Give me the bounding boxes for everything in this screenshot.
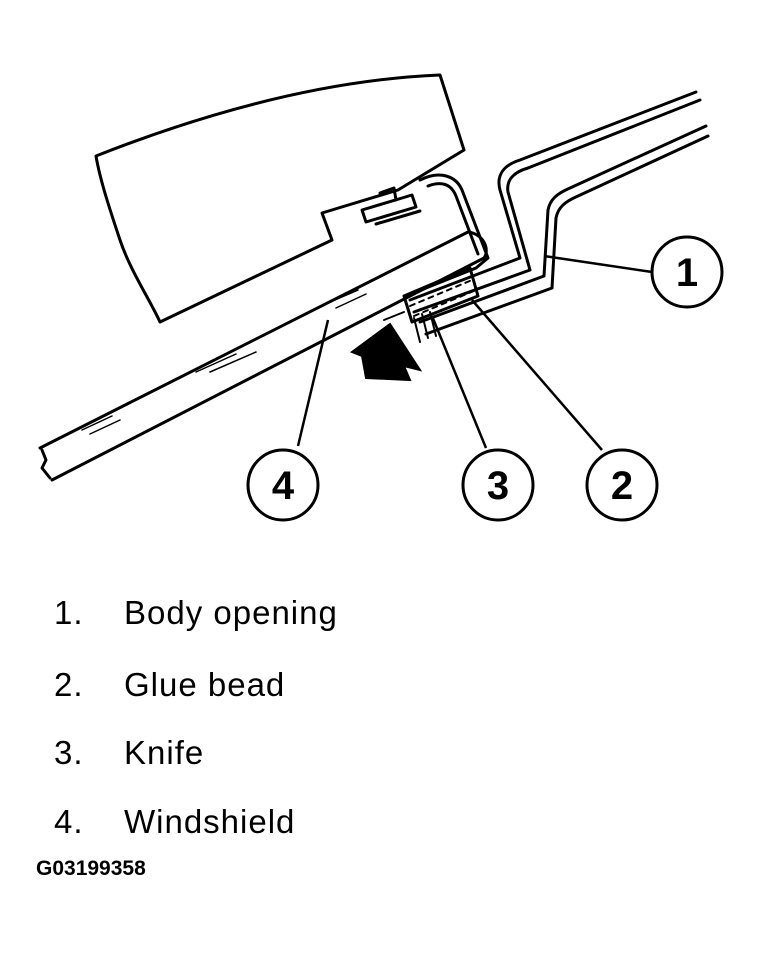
legend-label: Knife — [124, 734, 205, 771]
body-opening-flange-inner — [426, 182, 480, 256]
legend-item: 4. Windshield — [0, 803, 769, 843]
callout-number-1: 1 — [676, 251, 698, 295]
legend-item: 2. Glue bead — [0, 666, 769, 706]
windshield-edge — [40, 448, 52, 480]
figure-id: G03199358 — [36, 857, 146, 880]
glass-reflection — [81, 289, 367, 435]
glue-bead — [402, 266, 480, 324]
windshield-removal-diagram: 1 2 3 4 — [38, 73, 724, 522]
callout-circle-1 — [650, 235, 724, 309]
body-opening-outer-line-4 — [424, 134, 710, 336]
legend-number: 4. — [54, 803, 84, 840]
retaining-clip — [360, 186, 422, 226]
callout-number-2: 2 — [611, 464, 633, 508]
legend-item: 3. Knife — [0, 734, 769, 774]
cut-direction-arrow — [349, 322, 423, 382]
body-opening-flange — [414, 173, 490, 294]
dashboard-panel — [94, 73, 466, 324]
legend-label: Windshield — [124, 803, 296, 840]
leader-line-3 — [430, 315, 488, 449]
leader-line-1 — [543, 254, 653, 274]
legend-number: 1. — [54, 594, 84, 631]
legend-number: 3. — [54, 734, 84, 771]
glue-bead-dashes — [409, 279, 477, 317]
callout-circle-3 — [461, 448, 535, 522]
leader-line-4 — [296, 319, 330, 447]
callout-number-3: 3 — [487, 464, 509, 508]
legend-item: 1. Body opening — [0, 594, 769, 634]
legend-label: Body opening — [124, 594, 338, 631]
callout-circle-2 — [585, 448, 659, 522]
legend-number: 2. — [54, 666, 84, 703]
callout-number-4: 4 — [272, 464, 295, 508]
body-opening-outer-line-2 — [412, 98, 702, 314]
body-opening-outer-line-3 — [418, 124, 708, 324]
legend-label: Glue bead — [124, 666, 286, 703]
callout-circle-4 — [246, 448, 320, 522]
leader-line-2 — [471, 299, 603, 451]
body-opening-outer-line-1 — [408, 90, 698, 302]
windshield-glass — [38, 230, 488, 482]
knife-blade — [383, 311, 437, 343]
